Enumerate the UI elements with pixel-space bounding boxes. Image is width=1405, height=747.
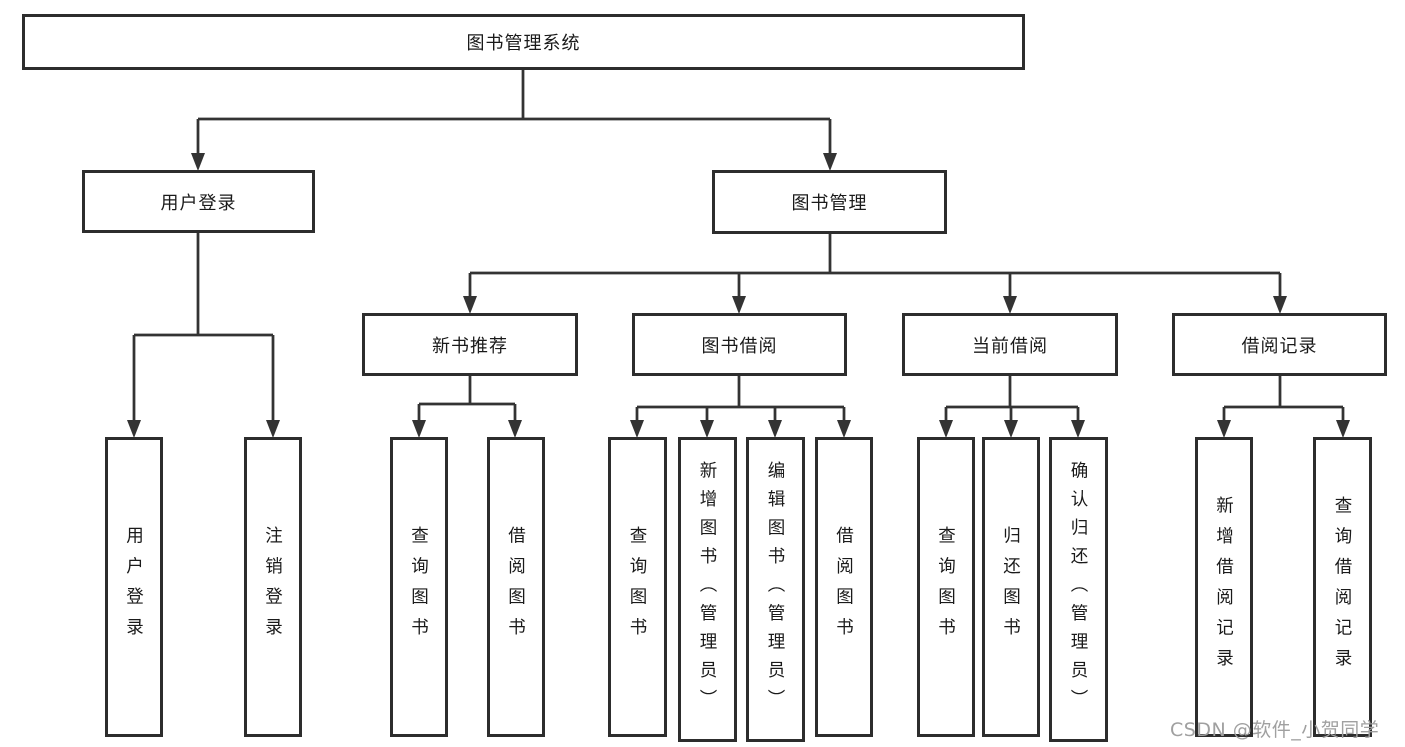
node-leaf-recommend-query-books: 查询图书 bbox=[390, 437, 448, 737]
node-leaf-logout-label: 注销登录 bbox=[262, 526, 283, 648]
node-leaf-edit-books-admin: 编辑图书（管理员） bbox=[746, 437, 805, 742]
node-leaf-add-books-admin-label: 新增图书（管理员） bbox=[697, 461, 717, 718]
node-leaf-return-books: 归还图书 bbox=[982, 437, 1040, 737]
node-new-book-recommend-label: 新书推荐 bbox=[432, 335, 508, 357]
node-leaf-edit-books-admin-label: 编辑图书（管理员） bbox=[765, 461, 785, 718]
node-leaf-user-login-label: 用户登录 bbox=[123, 526, 144, 648]
csdn-watermark: CSDN @软件_小贺同学 bbox=[1170, 719, 1380, 741]
node-borrowing-records: 借阅记录 bbox=[1172, 313, 1387, 376]
node-leaf-recommend-borrow-books: 借阅图书 bbox=[487, 437, 545, 737]
node-library-system: 图书管理系统 bbox=[22, 14, 1025, 70]
node-book-management-label: 图书管理 bbox=[791, 193, 868, 214]
node-leaf-add-borrow-record-label: 新增借阅记录 bbox=[1213, 495, 1234, 679]
node-leaf-logout: 注销登录 bbox=[244, 437, 302, 737]
node-leaf-borrow-books: 借阅图书 bbox=[815, 437, 873, 737]
node-leaf-add-borrow-record: 新增借阅记录 bbox=[1195, 437, 1253, 737]
node-new-book-recommend: 新书推荐 bbox=[362, 313, 578, 376]
node-book-management: 图书管理 bbox=[712, 170, 947, 234]
node-user-login: 用户登录 bbox=[82, 170, 315, 233]
node-leaf-borrow-query-books-label: 查询图书 bbox=[627, 526, 647, 648]
node-book-borrowing-label: 图书借阅 bbox=[701, 335, 778, 357]
node-user-login-label: 用户登录 bbox=[160, 192, 237, 214]
node-current-borrowing-label: 当前借阅 bbox=[972, 335, 1048, 357]
node-leaf-current-query-books-label: 查询图书 bbox=[935, 526, 956, 648]
arrowheads bbox=[127, 153, 1350, 438]
node-current-borrowing: 当前借阅 bbox=[902, 313, 1118, 376]
node-leaf-borrow-query-books: 查询图书 bbox=[608, 437, 667, 737]
node-leaf-query-borrow-record-label: 查询借阅记录 bbox=[1332, 495, 1352, 679]
connector-line-group bbox=[132, 70, 1345, 423]
node-leaf-query-borrow-record: 查询借阅记录 bbox=[1313, 437, 1372, 737]
node-leaf-confirm-return-admin: 确认归还（管理员） bbox=[1049, 437, 1108, 742]
node-borrowing-records-label: 借阅记录 bbox=[1241, 335, 1318, 357]
node-leaf-user-login: 用户登录 bbox=[105, 437, 163, 737]
node-library-system-label: 图书管理系统 bbox=[466, 33, 581, 54]
node-leaf-confirm-return-admin-label: 确认归还（管理员） bbox=[1068, 461, 1088, 718]
node-leaf-recommend-query-books-label: 查询图书 bbox=[408, 526, 429, 648]
node-leaf-borrow-books-label: 借阅图书 bbox=[833, 526, 854, 648]
node-leaf-add-books-admin: 新增图书（管理员） bbox=[678, 437, 737, 742]
node-leaf-current-query-books: 查询图书 bbox=[917, 437, 975, 737]
node-book-borrowing: 图书借阅 bbox=[632, 313, 847, 376]
node-leaf-return-books-label: 归还图书 bbox=[1000, 526, 1021, 648]
node-leaf-recommend-borrow-books-label: 借阅图书 bbox=[505, 526, 526, 648]
